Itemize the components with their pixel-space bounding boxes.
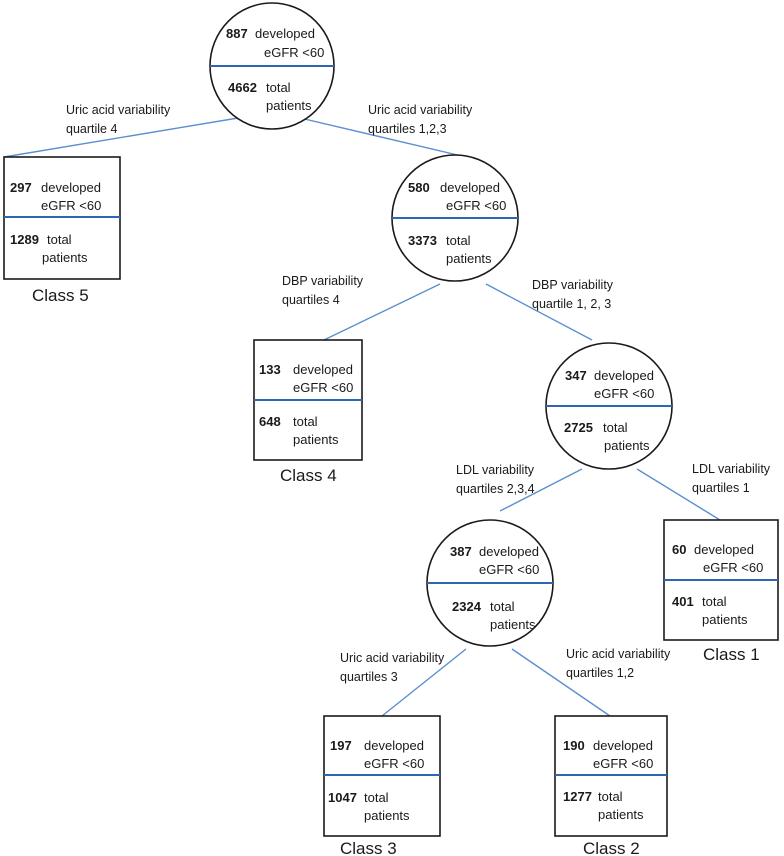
edges xyxy=(3,116,721,717)
egfr-label: eGFR <60 xyxy=(41,198,101,213)
patients-label: patients xyxy=(490,617,536,632)
node-root: 887 developed eGFR <60 4662 total patien… xyxy=(209,2,335,130)
class-label: Class 3 xyxy=(340,839,397,856)
leaf-class3: 197 developed eGFR <60 1047 total patien… xyxy=(323,715,441,856)
total-label: total xyxy=(446,233,471,248)
node-n1: 580 developed eGFR <60 3373 total patien… xyxy=(391,154,519,282)
patients-label: patients xyxy=(293,432,339,447)
total-count: 401 xyxy=(672,594,694,609)
patients-label: patients xyxy=(266,98,312,113)
edge-label-n3-class3-line2: quartiles 3 xyxy=(340,670,398,684)
egfr-label: eGFR <60 xyxy=(593,756,653,771)
edge-label-root-class5-line2: quartile 4 xyxy=(66,122,117,136)
patients-label: patients xyxy=(598,807,644,822)
edge-labels: Uric acid variability quartile 4 Uric ac… xyxy=(66,103,771,684)
developed-count: 133 xyxy=(259,362,281,377)
patients-label: patients xyxy=(604,438,650,453)
developed-label: developed xyxy=(479,544,539,559)
edge-n3-class3 xyxy=(381,648,467,717)
class-label: Class 2 xyxy=(583,839,640,856)
leaf-class2: 190 developed eGFR <60 1277 total patien… xyxy=(554,715,668,856)
total-count: 648 xyxy=(259,414,281,429)
developed-count: 887 xyxy=(226,26,248,41)
developed-count: 190 xyxy=(563,738,585,753)
developed-label: developed xyxy=(694,542,754,557)
edge-n1-n2 xyxy=(485,283,593,341)
edge-label-n3-class2-line2: quartiles 1,2 xyxy=(566,666,634,680)
total-label: total xyxy=(364,790,389,805)
edge-label-root-class5-line1: Uric acid variability xyxy=(66,103,171,117)
edge-label-n2-class1-line1: LDL variability xyxy=(692,462,771,476)
egfr-label: eGFR <60 xyxy=(594,386,654,401)
total-count: 4662 xyxy=(228,80,257,95)
patients-label: patients xyxy=(446,251,492,266)
edge-label-n1-n2-line2: quartile 1, 2, 3 xyxy=(532,297,611,311)
total-label: total xyxy=(293,414,318,429)
edge-root-n1 xyxy=(295,116,467,158)
edge-label-root-n1-line1: Uric acid variability xyxy=(368,103,473,117)
total-label: total xyxy=(603,420,628,435)
total-count: 1289 xyxy=(10,232,39,247)
developed-count: 60 xyxy=(672,542,686,557)
edge-label-n1-class4-line1: DBP variability xyxy=(282,274,364,288)
patients-label: patients xyxy=(702,612,748,627)
egfr-label: eGFR <60 xyxy=(364,756,424,771)
edge-n2-n3 xyxy=(499,468,583,512)
edge-label-n2-n3-line2: quartiles 2,3,4 xyxy=(456,482,535,496)
edge-n2-class1 xyxy=(636,468,721,521)
edge-root-class5 xyxy=(3,116,245,158)
developed-label: developed xyxy=(594,368,654,383)
developed-label: developed xyxy=(593,738,653,753)
developed-label: developed xyxy=(293,362,353,377)
total-label: total xyxy=(702,594,727,609)
developed-count: 197 xyxy=(330,738,352,753)
egfr-label: eGFR <60 xyxy=(264,45,324,60)
developed-label: developed xyxy=(440,180,500,195)
class-label: Class 1 xyxy=(703,645,760,664)
total-count: 1047 xyxy=(328,790,357,805)
patients-label: patients xyxy=(364,808,410,823)
developed-label: developed xyxy=(41,180,101,195)
total-count: 2324 xyxy=(452,599,482,614)
class-label: Class 4 xyxy=(280,466,337,485)
total-label: total xyxy=(47,232,72,247)
total-count: 1277 xyxy=(563,789,592,804)
node-n3: 387 developed eGFR <60 2324 total patien… xyxy=(426,519,554,647)
edge-label-n3-class2-line1: Uric acid variability xyxy=(566,647,671,661)
developed-count: 347 xyxy=(565,368,587,383)
edge-label-n3-class3-line1: Uric acid variability xyxy=(340,651,445,665)
developed-label: developed xyxy=(255,26,315,41)
edge-label-n2-class1-line2: quartiles 1 xyxy=(692,481,750,495)
class-label: Class 5 xyxy=(32,286,89,305)
edge-label-n1-class4-line2: quartiles 4 xyxy=(282,293,340,307)
edge-label-root-n1-line2: quartiles 1,2,3 xyxy=(368,122,447,136)
node-n2: 347 developed eGFR <60 2725 total patien… xyxy=(545,342,673,470)
total-label: total xyxy=(598,789,623,804)
leaf-class1: 60 developed eGFR <60 401 total patients… xyxy=(663,519,779,664)
total-label: total xyxy=(490,599,515,614)
developed-count: 387 xyxy=(450,544,472,559)
egfr-label: eGFR <60 xyxy=(293,380,353,395)
egfr-label: eGFR <60 xyxy=(703,560,763,575)
patients-label: patients xyxy=(42,250,88,265)
developed-count: 580 xyxy=(408,180,430,195)
total-label: total xyxy=(266,80,291,95)
edge-n1-class4 xyxy=(323,283,441,341)
edge-label-n2-n3-line1: LDL variability xyxy=(456,463,535,477)
egfr-label: eGFR <60 xyxy=(479,562,539,577)
leaf-class5: 297 developed eGFR <60 1289 total patien… xyxy=(3,156,121,305)
leaf-class4: 133 developed eGFR <60 648 total patient… xyxy=(253,339,363,485)
edge-label-n1-n2-line1: DBP variability xyxy=(532,278,614,292)
egfr-label: eGFR <60 xyxy=(446,198,506,213)
edge-n3-class2 xyxy=(511,648,611,717)
total-count: 2725 xyxy=(564,420,593,435)
developed-label: developed xyxy=(364,738,424,753)
total-count: 3373 xyxy=(408,233,437,248)
developed-count: 297 xyxy=(10,180,32,195)
